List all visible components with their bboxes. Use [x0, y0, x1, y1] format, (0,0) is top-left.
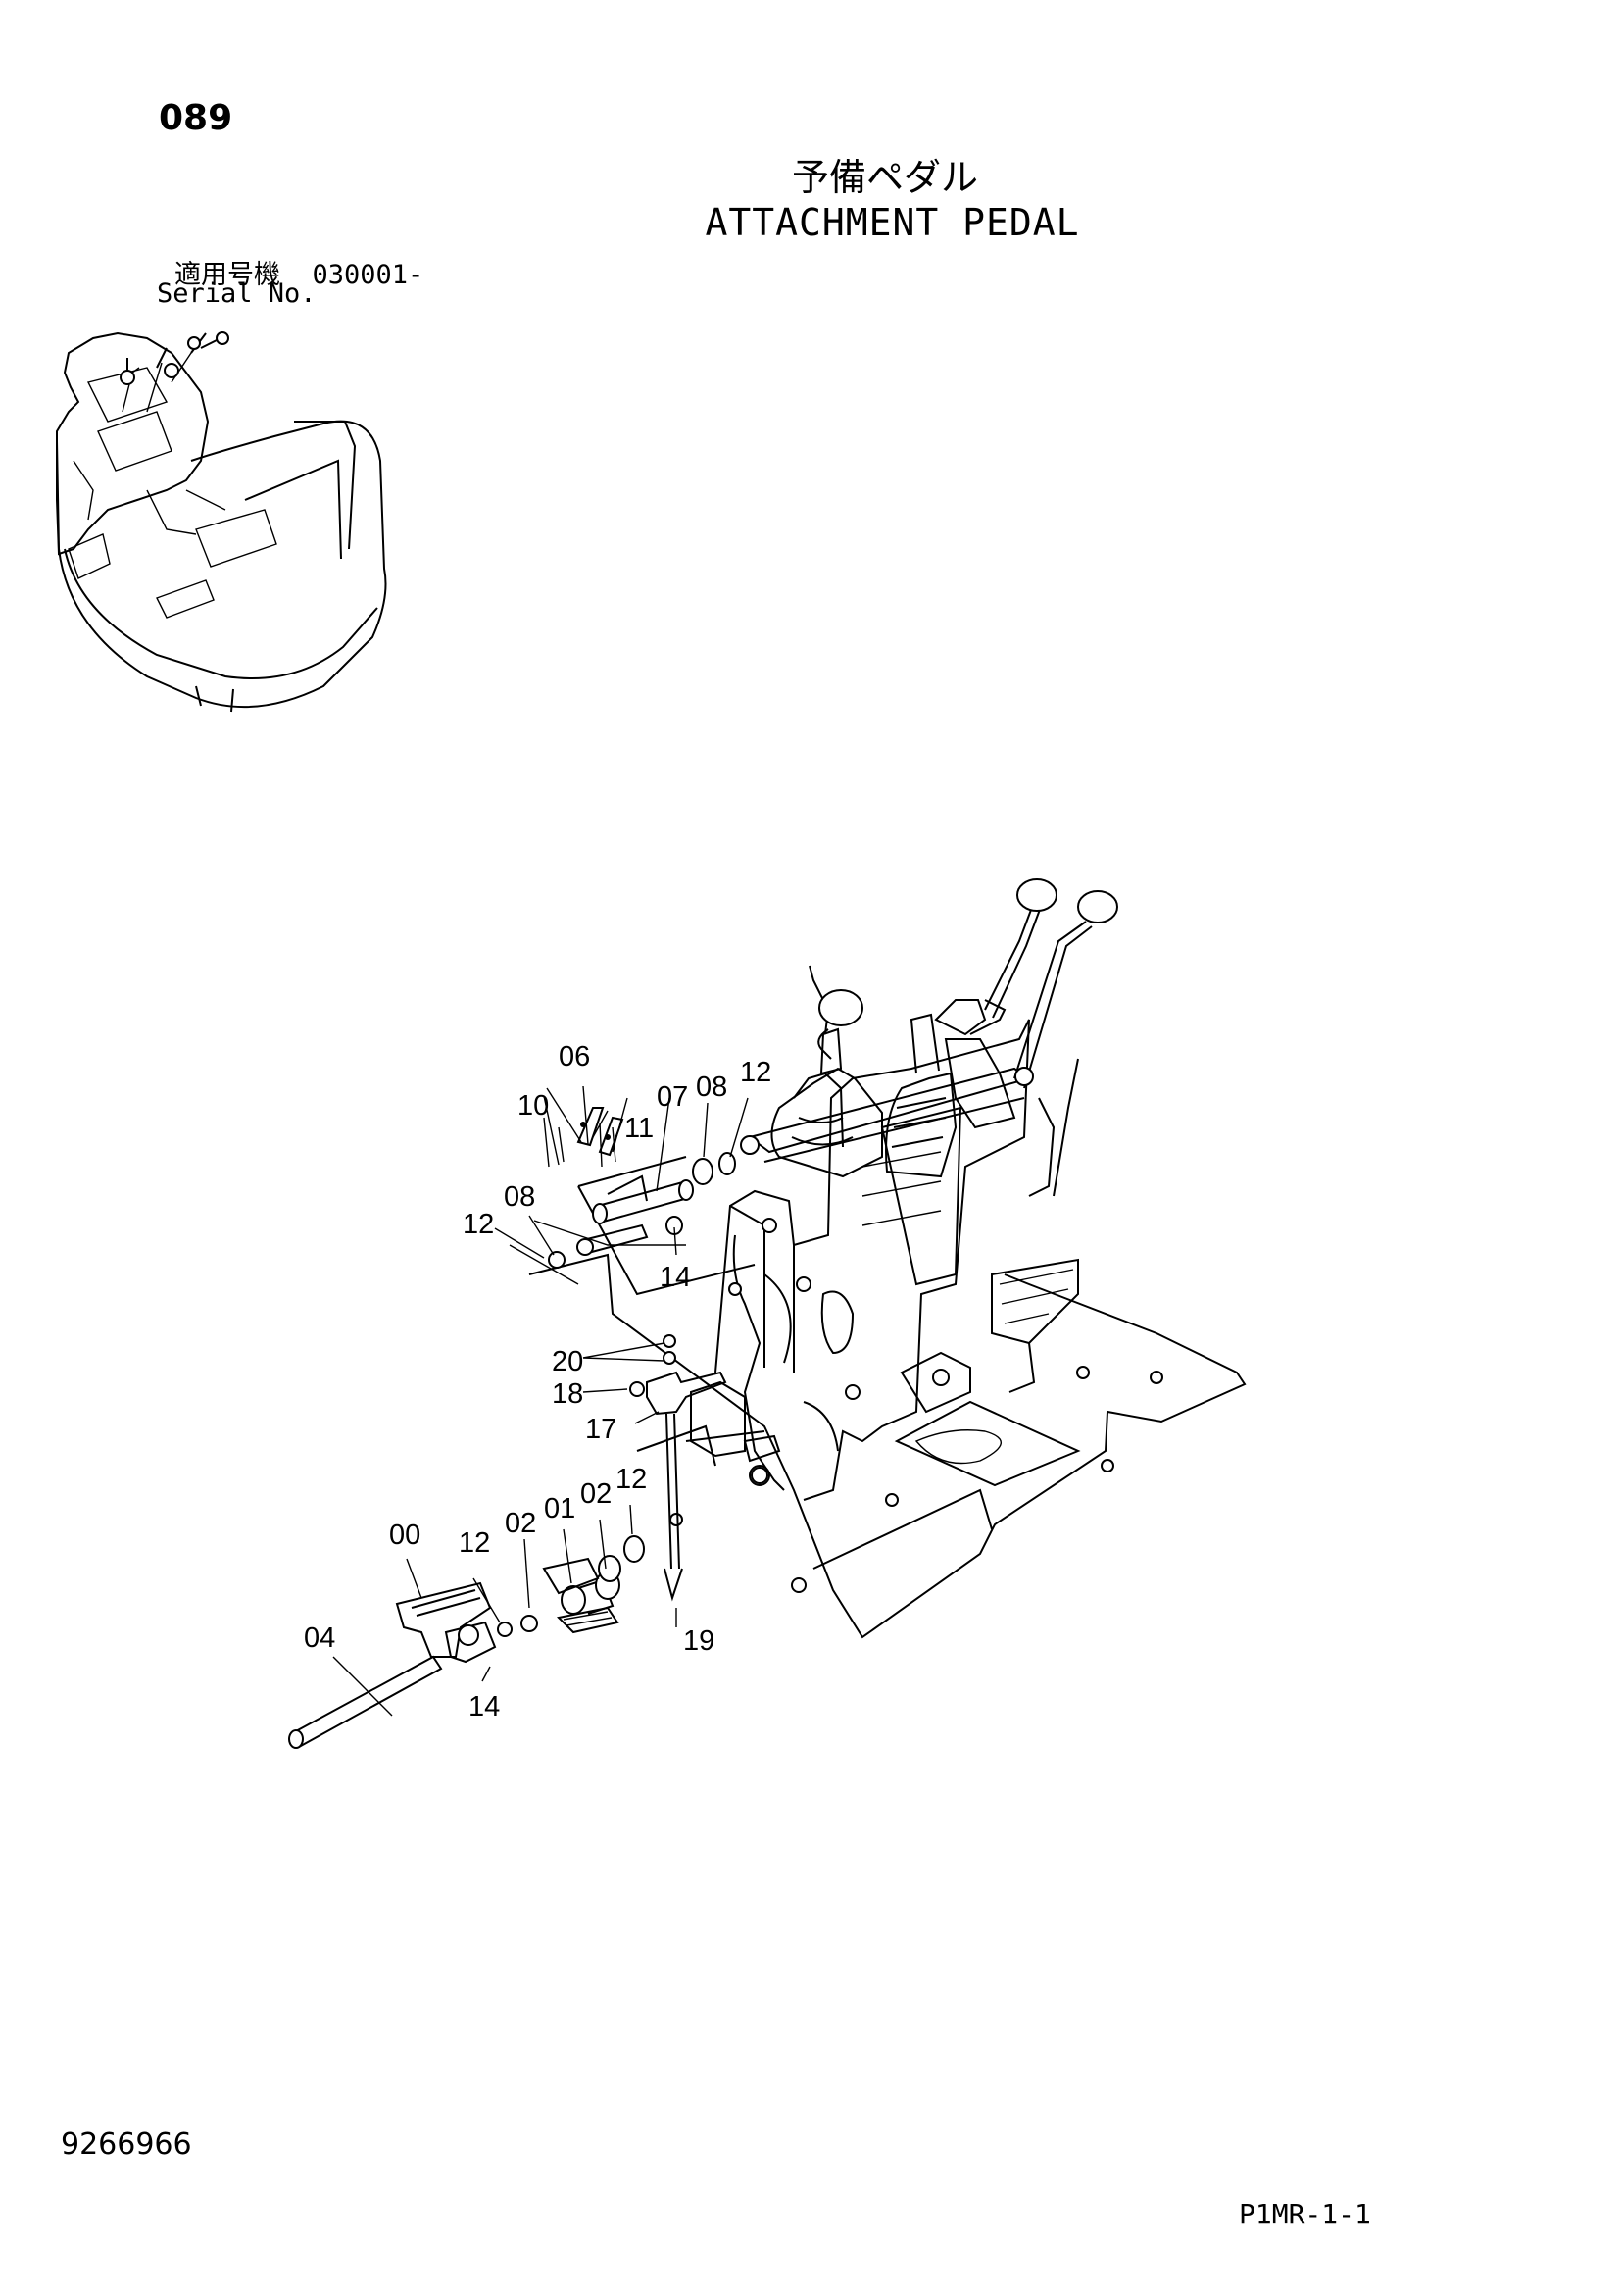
- serial-label-en: Serial No.: [157, 278, 317, 309]
- callout-06: 06: [559, 1041, 590, 1073]
- callout-02-left: 02: [505, 1508, 536, 1539]
- serial-range: 030001-: [312, 260, 424, 290]
- callout-18: 18: [552, 1378, 583, 1410]
- callout-02-right: 02: [580, 1478, 612, 1510]
- callout-08-upper: 08: [696, 1072, 727, 1103]
- callout-00: 00: [389, 1520, 420, 1551]
- callout-14-lower: 14: [468, 1691, 500, 1722]
- callout-04: 04: [304, 1622, 335, 1654]
- document-number: 9266966: [61, 2127, 192, 2162]
- title-english: ATTACHMENT PEDAL: [705, 201, 1080, 244]
- attachment-pedal-parts: [288, 1535, 645, 1749]
- callout-01: 01: [544, 1493, 575, 1524]
- callout-10: 10: [517, 1090, 549, 1122]
- callout-20: 20: [552, 1346, 583, 1377]
- cab-outline: [56, 420, 387, 713]
- callout-12-left: 12: [463, 1209, 494, 1240]
- callout-14-upper: 14: [660, 1262, 691, 1293]
- right-lever-assembly: [885, 878, 1118, 1197]
- serial-applicability: 適用号機 030001-: [174, 253, 423, 291]
- floor-plate: [528, 1253, 1247, 1639]
- callout-17: 17: [585, 1414, 616, 1445]
- title-japanese: 予備ペダル: [791, 156, 978, 199]
- right-pedal: [900, 1258, 1079, 1414]
- callout-11: 11: [624, 1113, 654, 1144]
- left-lever-assembly: [770, 965, 883, 1178]
- page-number: 089: [159, 98, 233, 138]
- callout-08-left: 08: [504, 1181, 535, 1213]
- leader-lines: [332, 1085, 749, 1717]
- pedal-bracket-parts: [629, 1334, 768, 1602]
- support-frame: [714, 1019, 1030, 1501]
- callout-12-lower-right: 12: [615, 1464, 647, 1495]
- callout-labels: 06 10 07 08 12 11 08 12 14 20 18 17 00 1…: [304, 1041, 771, 1722]
- upper-cross-shaft: [740, 1067, 1034, 1163]
- sheet-code: P1MR-1-1: [1239, 2198, 1371, 2230]
- callout-12-lower-left: 12: [459, 1527, 490, 1559]
- console-sketch: [56, 331, 229, 579]
- serial-label-jp: 適用号機: [174, 260, 280, 290]
- callout-19: 19: [683, 1625, 714, 1657]
- callout-12-upper: 12: [740, 1057, 771, 1088]
- callout-07: 07: [657, 1081, 688, 1113]
